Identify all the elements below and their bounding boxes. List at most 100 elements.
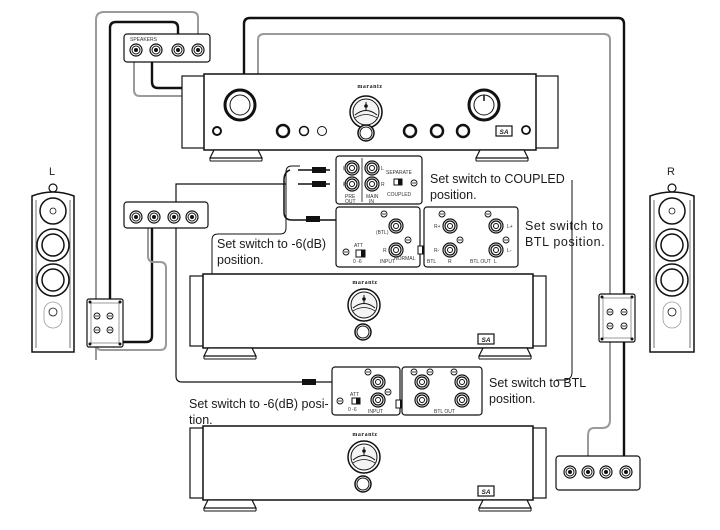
binding-post-icon: [106, 312, 114, 320]
screw-icon: [336, 397, 344, 405]
terminal-jack: [129, 210, 143, 224]
left-speaker-terminal-plate: [86, 298, 124, 348]
terminal-jack: [581, 465, 595, 479]
btl-out-label: BTL OUT: [470, 259, 491, 265]
screw-icon: [502, 236, 510, 244]
btl-out-l-plus-jack: [454, 374, 470, 390]
btl-input-label: (BTL): [376, 230, 389, 236]
instruction-btl-lower: Set switch to BTL position.: [489, 376, 587, 406]
terminal-jack: [563, 465, 577, 479]
brand-logo: marantz: [352, 280, 377, 286]
instruction-btl-upper: Set switch to BTL position.: [525, 219, 606, 249]
cable-frame: [211, 165, 300, 340]
btl-out-l-plus-jack: [488, 218, 504, 234]
sa-badge: [477, 333, 495, 345]
screw-icon: [410, 368, 418, 376]
svg-text:L: L: [381, 166, 384, 172]
cable-gray-top-right: [133, 33, 611, 300]
svg-text:R: R: [383, 248, 387, 254]
lower-btl-out-panel: BTL OUT: [401, 366, 483, 416]
svg-text:R+: R+: [434, 224, 441, 230]
screw-icon: [426, 368, 434, 376]
brand-logo: marantz: [357, 84, 382, 90]
btl-out-l-minus-jack: [488, 242, 504, 258]
main-in-l-jack: [364, 160, 380, 176]
terminal-jack: [619, 465, 633, 479]
amp-foot: [478, 347, 532, 360]
power-meter-icon: [347, 440, 381, 474]
screw-icon: [410, 179, 418, 187]
amp-foot: [203, 499, 257, 512]
binding-post-icon: [606, 308, 614, 316]
input-label: INPUT: [380, 259, 395, 265]
amp-foot: [203, 347, 257, 360]
terminal-caption: SPEAKERS: [130, 37, 158, 43]
input-r-jack: [388, 242, 404, 258]
svg-text:ATT: ATT: [350, 392, 359, 398]
amp-foot: [478, 499, 532, 512]
terminal-jack: [171, 43, 185, 57]
svg-text:0 -6: 0 -6: [353, 259, 362, 265]
left-btl-speaker-terminals: [123, 201, 209, 229]
terminal-jack: [167, 210, 181, 224]
main-in-label: MAIN: [366, 194, 379, 200]
tweeter-icon: [658, 197, 686, 225]
lower-input-panel: ATT 0 -6 INPUT: [331, 366, 401, 416]
cable-black-top-right: [150, 16, 626, 300]
screw-icon: [364, 368, 372, 376]
screw-icon: [342, 248, 350, 256]
terminal-jack: [149, 43, 163, 57]
svg-text:NORMAL: NORMAL: [394, 256, 416, 262]
sa-badge: [495, 125, 513, 137]
button-icon: [521, 125, 531, 135]
screw-icon: [456, 236, 464, 244]
screw-icon: [380, 210, 388, 218]
power-meter-icon: [347, 288, 381, 322]
main-in-r-jack: [364, 176, 380, 192]
frame-line-right: [556, 180, 573, 381]
terminal-jack: [599, 465, 613, 479]
amp-foot: [209, 149, 263, 162]
cable-black-top-left: [108, 20, 180, 340]
screw-icon: [404, 236, 412, 244]
left-speaker: [31, 183, 75, 353]
svg-text:R-: R-: [434, 248, 440, 254]
rec-selector-knob: [275, 123, 291, 139]
tweeter-pod-icon: [48, 183, 58, 193]
cable-gray-top-left: [95, 11, 199, 360]
instruction-coupled: Set switch to COUPLED position.: [430, 172, 565, 202]
svg-text:L: L: [494, 259, 497, 265]
pre-out-main-in-panel: L R L R PRE OUT MAIN IN SEPARATE COUPLED: [335, 155, 423, 205]
svg-text:L+: L+: [507, 224, 513, 230]
binding-post-icon: [93, 326, 101, 334]
svg-text:SA: SA: [481, 489, 490, 496]
amp-foot: [475, 149, 529, 162]
svg-text:L: L: [343, 166, 346, 172]
btl-out-l-minus-jack: [454, 392, 470, 408]
terminal-jack: [129, 43, 143, 57]
right-speaker-label: R: [667, 166, 675, 178]
instruction-att-lower: Set switch to -6(dB) posi- tion.: [189, 397, 329, 427]
btl-out-r-minus-jack: [414, 392, 430, 408]
input-l-btl-jack: [370, 374, 386, 390]
svg-text:R: R: [381, 182, 385, 188]
bass-knob: [402, 123, 418, 139]
phones-jack-icon: [212, 126, 222, 136]
sa-badge-text: SA: [499, 129, 508, 136]
pre-out-l-jack: [344, 160, 360, 176]
port-icon: [43, 301, 63, 329]
tweeter-pod-icon: [667, 183, 677, 193]
power-meter-icon: [349, 95, 383, 129]
svg-text:R: R: [448, 259, 452, 265]
rca-plugs: [306, 167, 326, 222]
upper-input-panel: (BTL) R ATT 0 -6 INPUT NORMAL: [335, 206, 421, 268]
cable-black-right-btl: [604, 320, 626, 479]
treble-knob: [429, 123, 445, 139]
binding-post-icon: [620, 308, 628, 316]
integrated-amp-speaker-terminals: SPEAKERS: [123, 33, 211, 63]
tweeter-icon: [39, 197, 67, 225]
terminal-jack: [191, 43, 205, 57]
balance-knob: [455, 123, 471, 139]
svg-text:L-: L-: [507, 248, 512, 254]
